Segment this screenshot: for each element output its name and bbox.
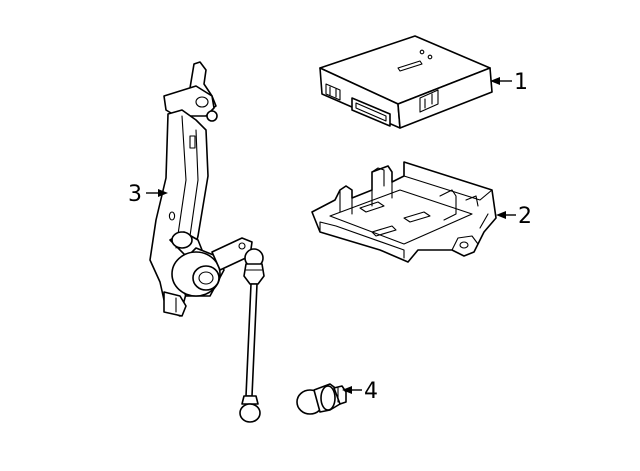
mounting-bracket-part: [311, 161, 497, 263]
callout-4: 4: [342, 379, 378, 404]
callout-label: 3: [128, 182, 142, 207]
control-module-part: [319, 35, 493, 129]
callout-label: 1: [514, 70, 528, 95]
callout-1: 1: [490, 70, 528, 95]
callout-2: 2: [496, 204, 532, 229]
callout-label: 2: [518, 204, 532, 229]
callout-label: 4: [364, 379, 378, 404]
ball-stud-part: [296, 383, 347, 415]
callout-3: 3: [128, 182, 168, 207]
level-sensor-part: [149, 61, 265, 423]
